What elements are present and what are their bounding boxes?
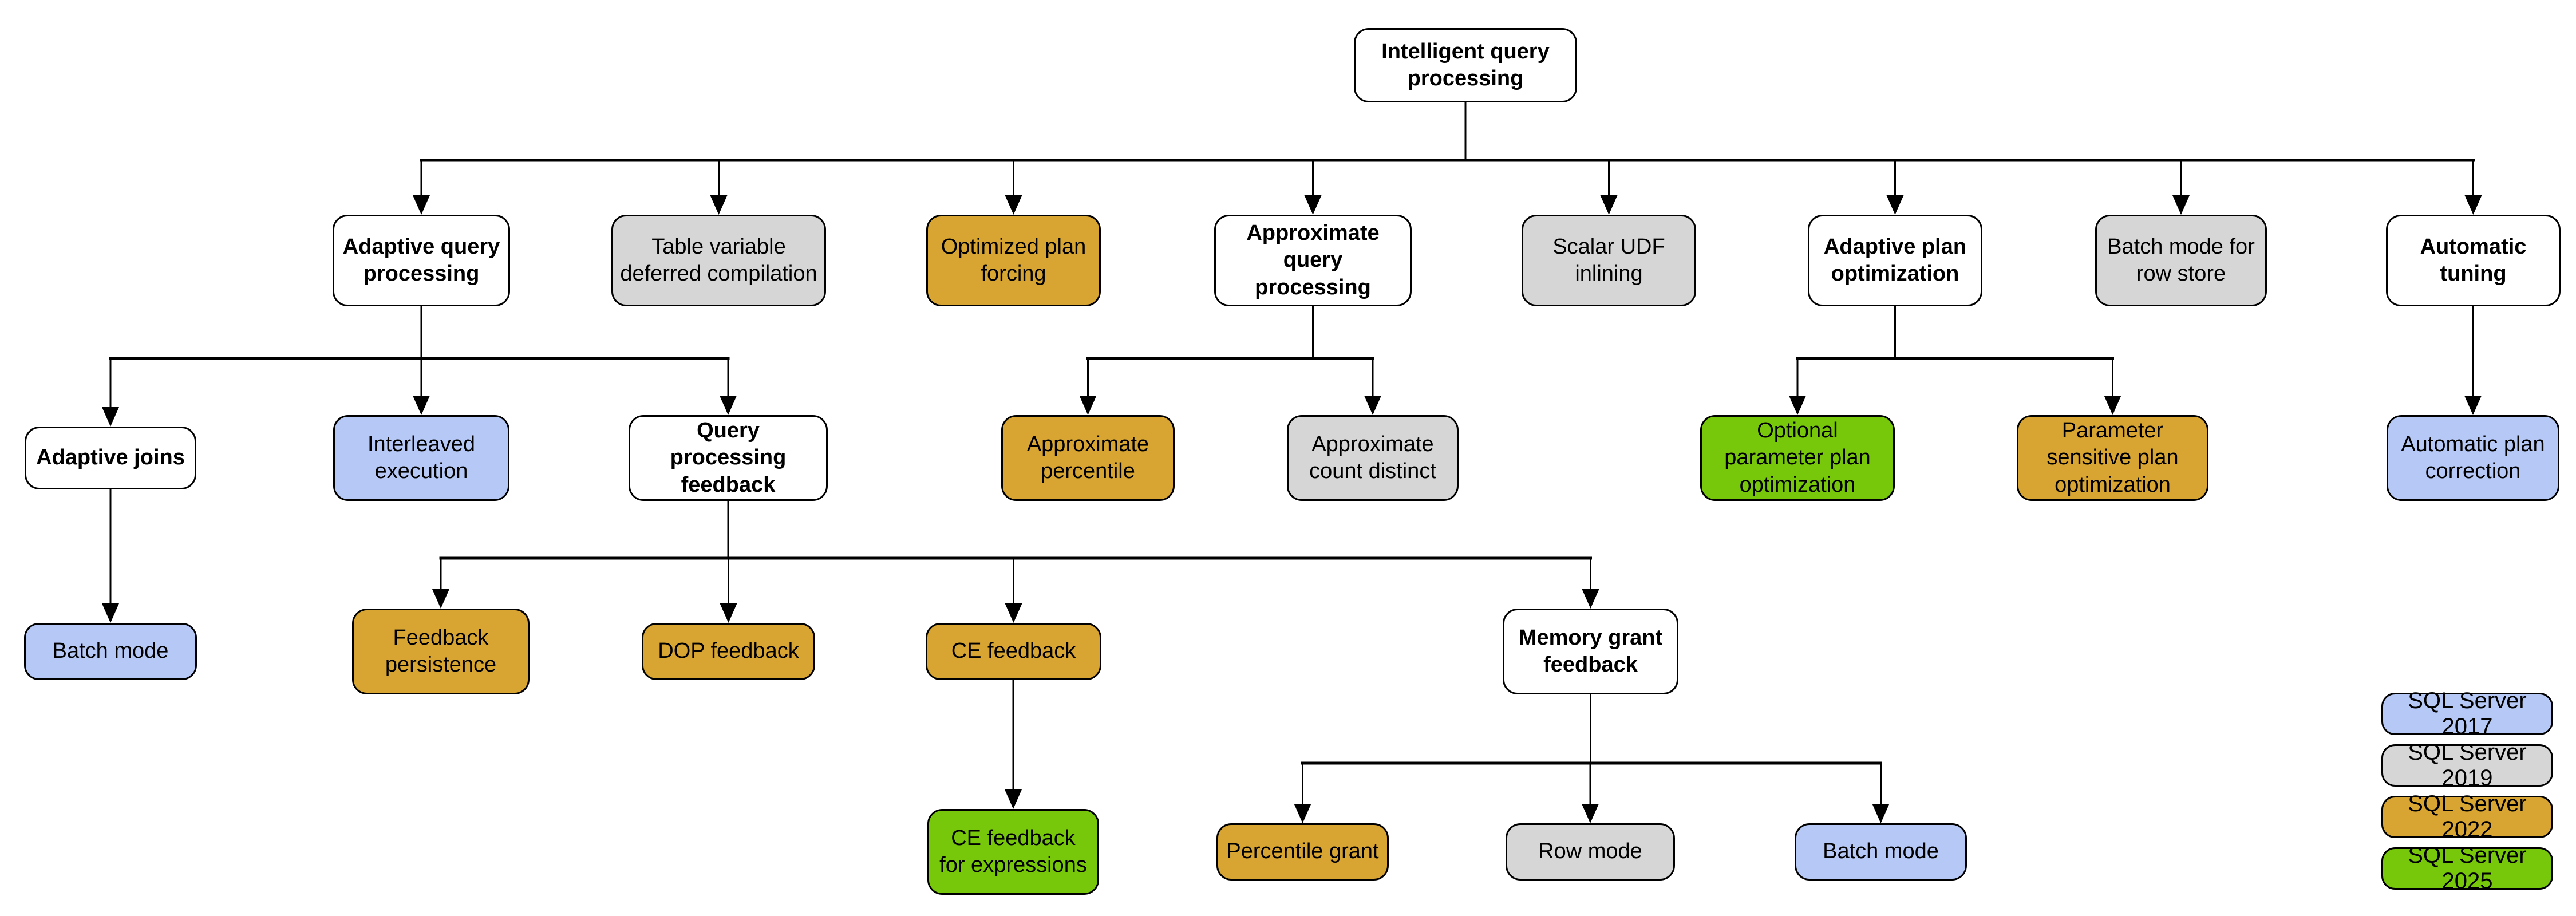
arrowhead-icon [1005,195,1022,215]
arrowhead-icon [710,195,728,215]
arrowhead-icon [720,396,737,415]
node-label: Automatic plan correction [2401,432,2545,483]
node-table-variable-deferred-compilation: Table variable deferred compilation [611,215,826,306]
legend-item-2019: SQL Server 2019 [2381,740,2553,791]
arrowhead-icon [1005,603,1022,623]
node-batch-mode-memory-grant: Batch mode [1795,823,1967,881]
node-adaptive-query-processing: Adaptive query processing [333,215,510,306]
node-intelligent-query-processing: Intelligent query processing [1354,28,1577,102]
node-label: Intelligent query processing [1381,39,1550,90]
node-label: Batch mode for row store [2107,234,2255,286]
arrowhead-icon [1886,195,1904,215]
arrowhead-icon [2464,396,2482,415]
node-label: Adaptive query processing [342,234,500,286]
node-label: Approximate count distinct [1309,432,1436,483]
legend-item-label: SQL Server 2022 [2408,791,2527,842]
node-optional-parameter-plan-optimization: Optional parameter plan optimization [1700,415,1895,501]
node-label: Approximate percentile [1026,432,1149,483]
arrowhead-icon [1600,195,1618,215]
node-approximate-count-distinct: Approximate count distinct [1287,415,1459,501]
node-interleaved-execution: Interleaved execution [333,415,509,501]
arrowhead-icon [1789,396,1806,415]
legend-item-label: SQL Server 2019 [2408,740,2527,791]
arrowhead-icon [720,603,737,623]
arrowhead-icon [1872,804,1890,823]
node-label: CE feedback [951,639,1076,664]
node-label: Adaptive joins [36,445,185,470]
node-optimized-plan-forcing: Optimized plan forcing [926,215,1101,306]
legend-item-label: SQL Server 2017 [2408,688,2527,739]
node-label: Interleaved execution [367,432,475,483]
arrowhead-icon [432,589,449,609]
node-label: Feedback persistence [385,625,497,677]
node-approximate-percentile: Approximate percentile [1001,415,1175,501]
arrowhead-icon [102,407,119,427]
node-label: Batch mode [1823,839,1939,864]
node-approximate-query-processing: Approximate query processing [1214,215,1412,306]
legend-item-2025: SQL Server 2025 [2381,843,2553,894]
arrowhead-icon [1005,789,1022,809]
arrowhead-icon [2104,396,2121,415]
node-label: Optimized plan forcing [941,234,1086,286]
arrowhead-icon [413,195,430,215]
node-scalar-udf-inlining: Scalar UDF inlining [1522,215,1696,306]
node-batch-mode-adaptive-joins: Batch mode [24,623,197,680]
node-percentile-grant: Percentile grant [1216,823,1389,881]
arrowhead-icon [1079,396,1097,415]
arrowhead-icon [1364,396,1381,415]
node-dop-feedback: DOP feedback [642,623,815,680]
node-label: Approximate query processing [1246,221,1380,299]
node-label: DOP feedback [658,639,799,664]
legend-item-2017: SQL Server 2017 [2381,688,2553,739]
node-label: Table variable deferred compilation [620,234,817,286]
node-label: CE feedback for expressions [939,826,1087,877]
arrowhead-icon [102,603,119,623]
node-label: Automatic tuning [2420,234,2527,286]
node-label: Parameter sensitive plan optimization [2046,418,2179,497]
arrowhead-icon [1294,804,1311,823]
node-label: Optional parameter plan optimization [1724,418,1871,497]
arrowhead-icon [1304,195,1322,215]
node-label: Adaptive plan optimization [1823,234,1967,286]
node-label: Query processing feedback [670,418,787,497]
node-adaptive-joins: Adaptive joins [25,427,196,489]
node-row-mode: Row mode [1506,823,1675,881]
arrowhead-icon [1582,589,1599,609]
node-label: Memory grant feedback [1518,625,1663,677]
node-label: Percentile grant [1226,839,1379,864]
arrowhead-icon [2464,195,2482,215]
node-automatic-plan-correction: Automatic plan correction [2387,415,2559,501]
node-label: Batch mode [52,639,169,664]
legend-item-label: SQL Server 2025 [2408,843,2527,894]
node-label: Row mode [1538,839,1642,864]
node-feedback-persistence: Feedback persistence [352,609,530,694]
node-batch-mode-for-row-store: Batch mode for row store [2095,215,2267,306]
arrowhead-icon [413,396,430,415]
node-ce-feedback: CE feedback [926,623,1101,680]
node-label: Scalar UDF inlining [1552,234,1665,286]
node-parameter-sensitive-plan-optimization: Parameter sensitive plan optimization [2017,415,2208,501]
node-adaptive-plan-optimization: Adaptive plan optimization [1808,215,1982,306]
node-memory-grant-feedback: Memory grant feedback [1503,609,1678,694]
legend-item-2022: SQL Server 2022 [2381,791,2553,842]
node-query-processing-feedback: Query processing feedback [629,415,828,501]
node-automatic-tuning: Automatic tuning [2386,215,2561,306]
arrowhead-icon [2172,195,2190,215]
arrowhead-icon [1582,804,1599,823]
node-ce-feedback-for-expressions: CE feedback for expressions [927,809,1099,895]
